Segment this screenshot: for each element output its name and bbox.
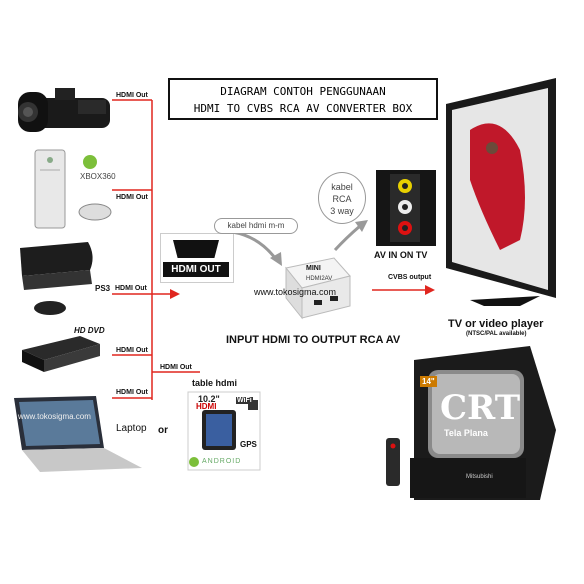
- laptop-name: Laptop: [116, 423, 147, 434]
- title-line-1: DIAGRAM CONTOH PENGGUNAAN: [220, 85, 386, 98]
- cvbs-output-label: CVBS output: [388, 274, 432, 281]
- laptop-line-hdmi-label: HDMI Out: [160, 364, 192, 371]
- crt-brand: Mitsubishi: [466, 474, 493, 480]
- av-in-label: AV IN ON TV: [374, 250, 428, 260]
- crt-text: CRT: [440, 388, 521, 428]
- ps3-name: PS3: [95, 284, 111, 293]
- or-text: or: [158, 425, 168, 436]
- tablet-hdmi-text: HDMI: [196, 402, 217, 411]
- tablet-android-text: ANDROID: [202, 458, 242, 465]
- laptop-watermark: www.tokosigma.com: [18, 412, 91, 421]
- crt-sub-text: Tela Plana: [444, 428, 488, 438]
- tv-label: TV or video player: [448, 318, 544, 330]
- camcorder-hdmi-label: HDMI Out: [116, 92, 148, 99]
- tv-sub-label: (NTSC/PAL available): [466, 331, 527, 337]
- tablet-title: table hdmi: [192, 378, 238, 388]
- rca-bubble-line-2: RCA: [332, 194, 352, 204]
- rca-cable-bubble: kabel RCA 3 way: [318, 172, 366, 224]
- rca-bubble-line-3: 3 way: [330, 206, 354, 216]
- converter-top-text: MINI: [306, 265, 321, 272]
- converter-caption: INPUT HDMI TO OUTPUT RCA AV: [226, 334, 401, 346]
- title-line-2: HDMI TO CVBS RCA AV CONVERTER BOX: [193, 102, 413, 115]
- cable-label-bubble: kabel hdmi m-m: [214, 218, 298, 234]
- laptop-hdmi-label: HDMI Out: [116, 389, 148, 396]
- hddvd-logo: HD DVD: [74, 326, 105, 335]
- tablet-size: 10.2": [198, 394, 220, 404]
- rca-bubble-line-1: kabel: [331, 182, 353, 192]
- converter-name: HDMI2AV: [306, 276, 333, 282]
- diagram-title: DIAGRAM CONTOH PENGGUNAAN HDMI TO CVBS R…: [168, 78, 438, 120]
- ps3-hdmi-label: HDMI Out: [115, 285, 147, 292]
- xbox-logo: XBOX360: [80, 172, 116, 181]
- hdmi-out-port: HDMI OUT: [160, 233, 234, 283]
- tablet-wifi-text: WiFi: [236, 397, 253, 404]
- center-watermark: www.tokosigma.com: [254, 287, 337, 297]
- xbox-hdmi-label: HDMI Out: [116, 194, 148, 201]
- arrow-to-hdmi-out: [170, 289, 180, 299]
- tablet-gps-text: GPS: [240, 440, 257, 449]
- hddvd-hdmi-label: HDMI Out: [116, 347, 148, 354]
- hdmi-out-label: HDMI OUT: [163, 262, 229, 277]
- arrow-cvbs: [425, 285, 435, 295]
- crt-size-badge: 14": [420, 376, 437, 387]
